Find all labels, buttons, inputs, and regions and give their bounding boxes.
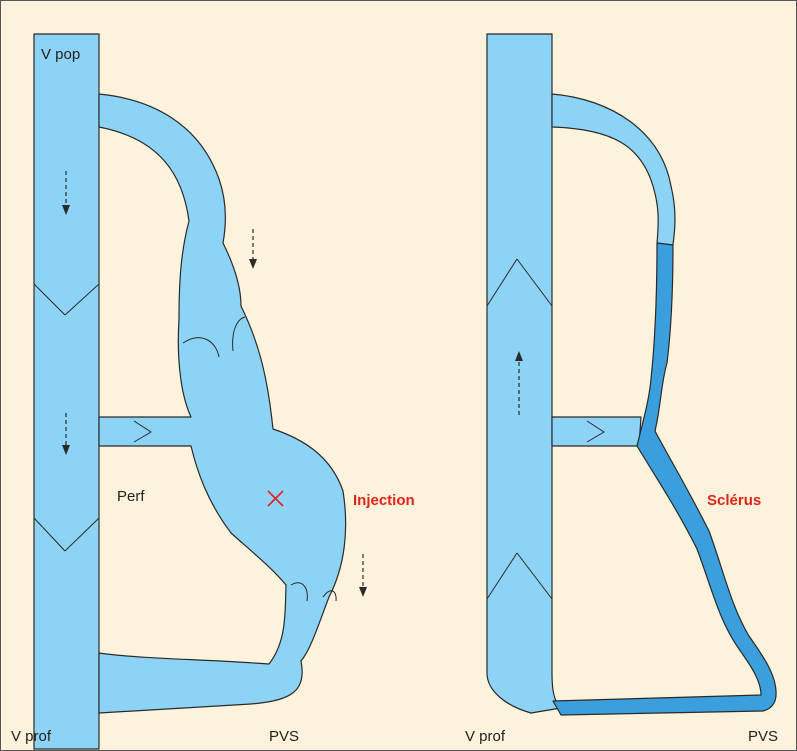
right-deep-valve-upper	[486, 258, 553, 307]
label-pvs-left: PVS	[269, 728, 299, 745]
label-pvs-right: PVS	[748, 728, 778, 745]
left-panel: V pop Perf Injection V prof PVS	[11, 33, 415, 750]
left-varicose-valve-traces	[182, 316, 337, 602]
left-deep-valve-lower	[33, 517, 100, 552]
left-perforator-valve	[133, 420, 152, 443]
left-flow-arrow-superficial-lower	[359, 554, 367, 597]
left-flow-arrow-deep-upper	[62, 171, 70, 215]
left-deep-vein	[33, 33, 100, 750]
left-flow-arrow-deep-lower	[62, 413, 70, 455]
left-deep-valve-upper	[33, 283, 100, 316]
cross-icon	[267, 490, 284, 507]
label-v-prof-left: V prof	[11, 728, 52, 745]
right-sclerosed-vein	[552, 242, 777, 716]
left-superficial-vein	[98, 93, 347, 714]
label-sclerus: Sclérus	[707, 492, 761, 509]
label-injection: Injection	[353, 492, 415, 509]
right-superficial-arch	[551, 93, 676, 246]
right-perforator-valve	[586, 420, 605, 443]
right-deep-vein	[486, 33, 562, 714]
label-v-pop: V pop	[41, 46, 80, 63]
label-v-prof-right: V prof	[465, 728, 506, 745]
right-flow-arrow-deep	[515, 351, 523, 415]
right-deep-valve-lower	[486, 552, 553, 600]
right-perforator	[551, 416, 642, 447]
label-perf: Perf	[117, 488, 145, 505]
right-panel: Sclérus V prof PVS	[465, 33, 778, 745]
left-flow-arrow-superficial-upper	[249, 229, 257, 269]
